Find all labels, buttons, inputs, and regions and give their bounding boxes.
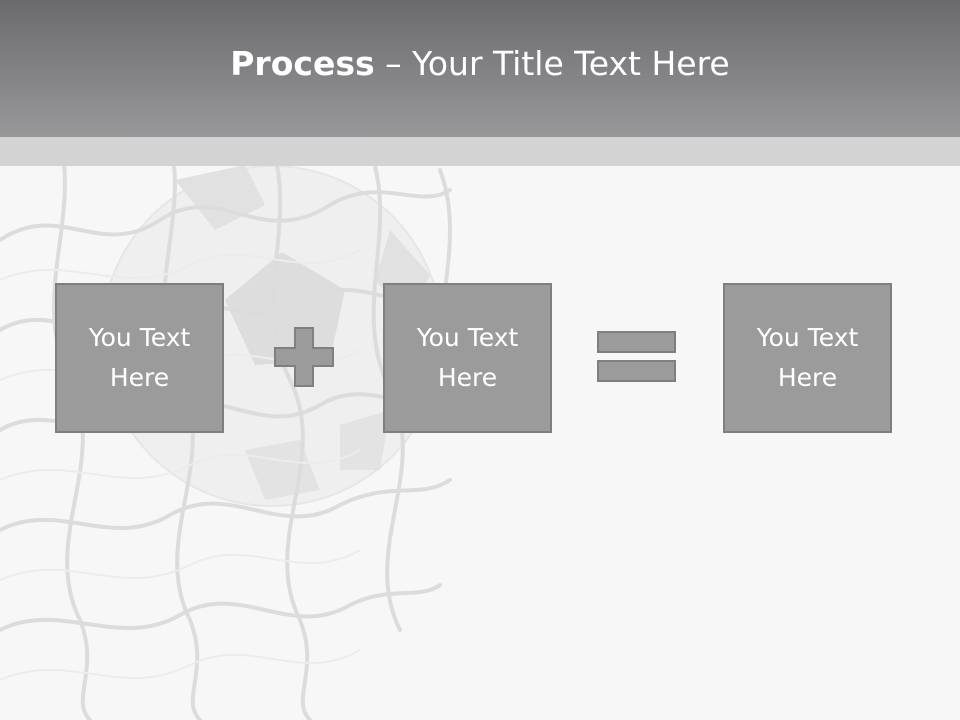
process-box-3-text: You Text Here [756,323,859,392]
process-box-3[interactable]: You Text Here [723,283,892,433]
slide-title: Process – Your Title Text Here [230,44,730,83]
header-stripe [0,137,960,166]
process-box-2-text: You Text Here [416,323,519,392]
process-box-1-text: You Text Here [88,323,191,392]
title-bar: Process – Your Title Text Here [0,0,960,137]
equals-icon [597,331,676,382]
plus-icon [274,327,334,387]
process-box-1[interactable]: You Text Here [55,283,224,433]
title-rest: Your Title Text Here [412,44,730,83]
title-bold: Process [230,44,375,83]
title-separator: – [374,44,413,83]
process-box-2[interactable]: You Text Here [383,283,552,433]
